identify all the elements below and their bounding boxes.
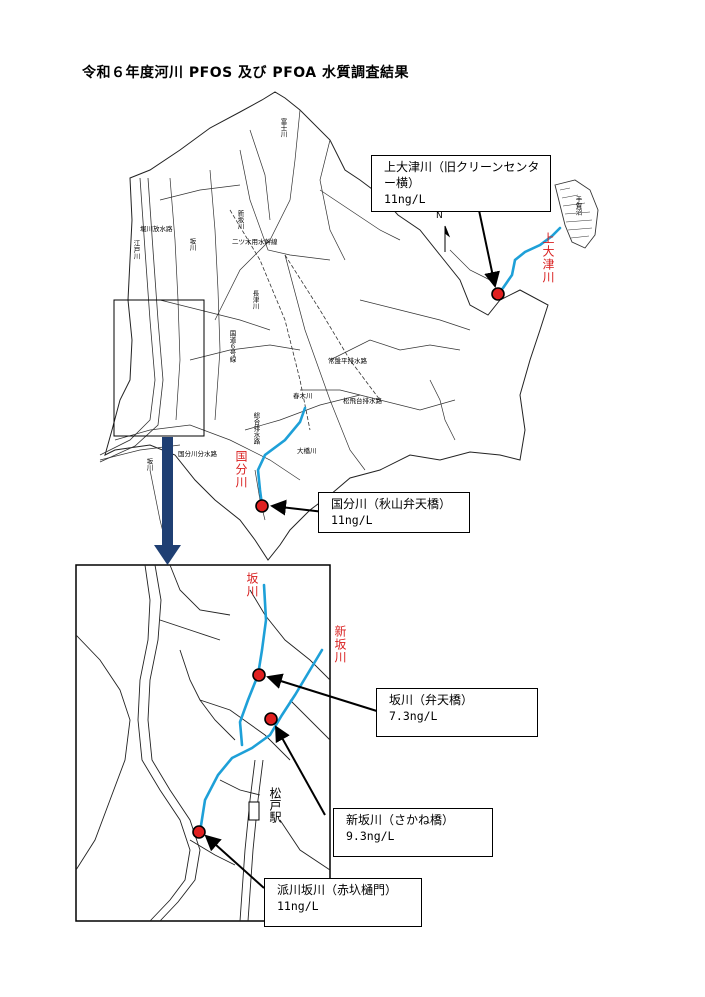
arrow-saka <box>266 673 381 713</box>
station-building <box>248 801 260 821</box>
map-label-edo: 江戸川 <box>132 240 140 260</box>
map-label-nagatsu: 長津川 <box>251 290 259 310</box>
site-marker-kamiotsu <box>491 287 505 301</box>
site-name: 坂川（弁天橋） <box>389 693 474 707</box>
map-label-saka: 坂川 <box>188 238 196 251</box>
edogawa-river-banks <box>99 177 164 463</box>
site-name: 上大津川（旧クリーンセンター横） <box>384 160 540 190</box>
site-name: 新坂川（さかね橋） <box>346 813 455 827</box>
site-value: 7.3ng/L <box>389 709 438 723</box>
site-marker-saka <box>252 668 266 682</box>
inset-roads <box>75 564 331 922</box>
site-value: 11ng/L <box>384 192 426 206</box>
site-name: 派川坂川（赤圦樋門） <box>277 883 398 897</box>
site-name: 国分川（秋山弁天橋） <box>331 497 452 511</box>
map-label-shinsaka: 新坂川 <box>236 210 244 230</box>
callout-kokubun: 国分川（秋山弁天橋） 11ng/L <box>318 492 470 533</box>
river-label-shinsaka: 新坂川 <box>333 625 347 664</box>
map-label-fuji: 富士川 <box>279 118 287 138</box>
map-label-kokudo: 国道６号線 <box>228 330 236 363</box>
map-label-haruki: 春木川 <box>293 392 313 400</box>
map-label-saka2: 坂川 <box>145 458 153 471</box>
north-arrow-icon <box>444 225 451 252</box>
river-label-saka: 坂川 <box>245 572 259 598</box>
river-label-kami-otsu: 上大津川 <box>541 232 555 284</box>
map-label-hori: 堀川放水路 <box>140 225 173 233</box>
map-label-futatsugi: 二ツ木用水幹線 <box>232 238 278 246</box>
sampling-sites <box>192 287 505 839</box>
callout-hasen: 派川坂川（赤圦樋門） 11ng/L <box>264 878 422 927</box>
site-marker-shinsaka <box>264 712 278 726</box>
map-label-matsuhi: 松飛台排水路 <box>343 397 382 405</box>
callout-saka: 坂川（弁天橋） 7.3ng/L <box>376 688 538 737</box>
north-label: N <box>436 211 443 221</box>
river-lines <box>256 226 562 507</box>
page-title: 令和６年度河川 PFOS 及び PFOA 水質調査結果 <box>82 65 409 81</box>
inset-map-frame <box>75 564 331 922</box>
kami-otsu-river <box>496 226 562 295</box>
callout-arrows <box>204 195 500 889</box>
map-label-tega: 手賀沼 <box>574 196 582 216</box>
map-label-joban: 常盤平排水路 <box>328 357 367 365</box>
inset-pointer-arrow <box>154 437 181 565</box>
site-marker-hasen <box>192 825 206 839</box>
callout-kamiotsu: 上大津川（旧クリーンセンター横） 11ng/L <box>371 155 551 212</box>
city-boundary <box>104 91 549 561</box>
map-label-kokubun-bunsui: 国分川分水路 <box>178 450 217 458</box>
site-value: 11ng/L <box>277 899 319 913</box>
callout-shinsaka: 新坂川（さかね橋） 9.3ng/L <box>333 808 493 857</box>
map-roads <box>99 109 491 561</box>
shinsaka-river-inset <box>198 648 324 834</box>
site-value: 9.3ng/L <box>346 829 395 843</box>
tega-numa-lake <box>554 179 599 249</box>
arrow-shinsaka <box>275 725 326 816</box>
river-label-kokubun: 国分川 <box>234 450 248 489</box>
site-marker-kokubun <box>255 499 269 513</box>
inset-indicator-box <box>113 299 205 437</box>
arrow-hasen <box>204 834 265 889</box>
arrow-kokubun <box>270 499 325 516</box>
site-value: 11ng/L <box>331 513 373 527</box>
kokubun-river <box>256 406 307 507</box>
map-label-ohashi: 大橋川 <box>297 447 317 455</box>
railway-lines <box>229 209 381 431</box>
map-label-sogo: 総合排水路 <box>252 412 260 445</box>
station-label: 松戸駅 <box>268 787 282 823</box>
